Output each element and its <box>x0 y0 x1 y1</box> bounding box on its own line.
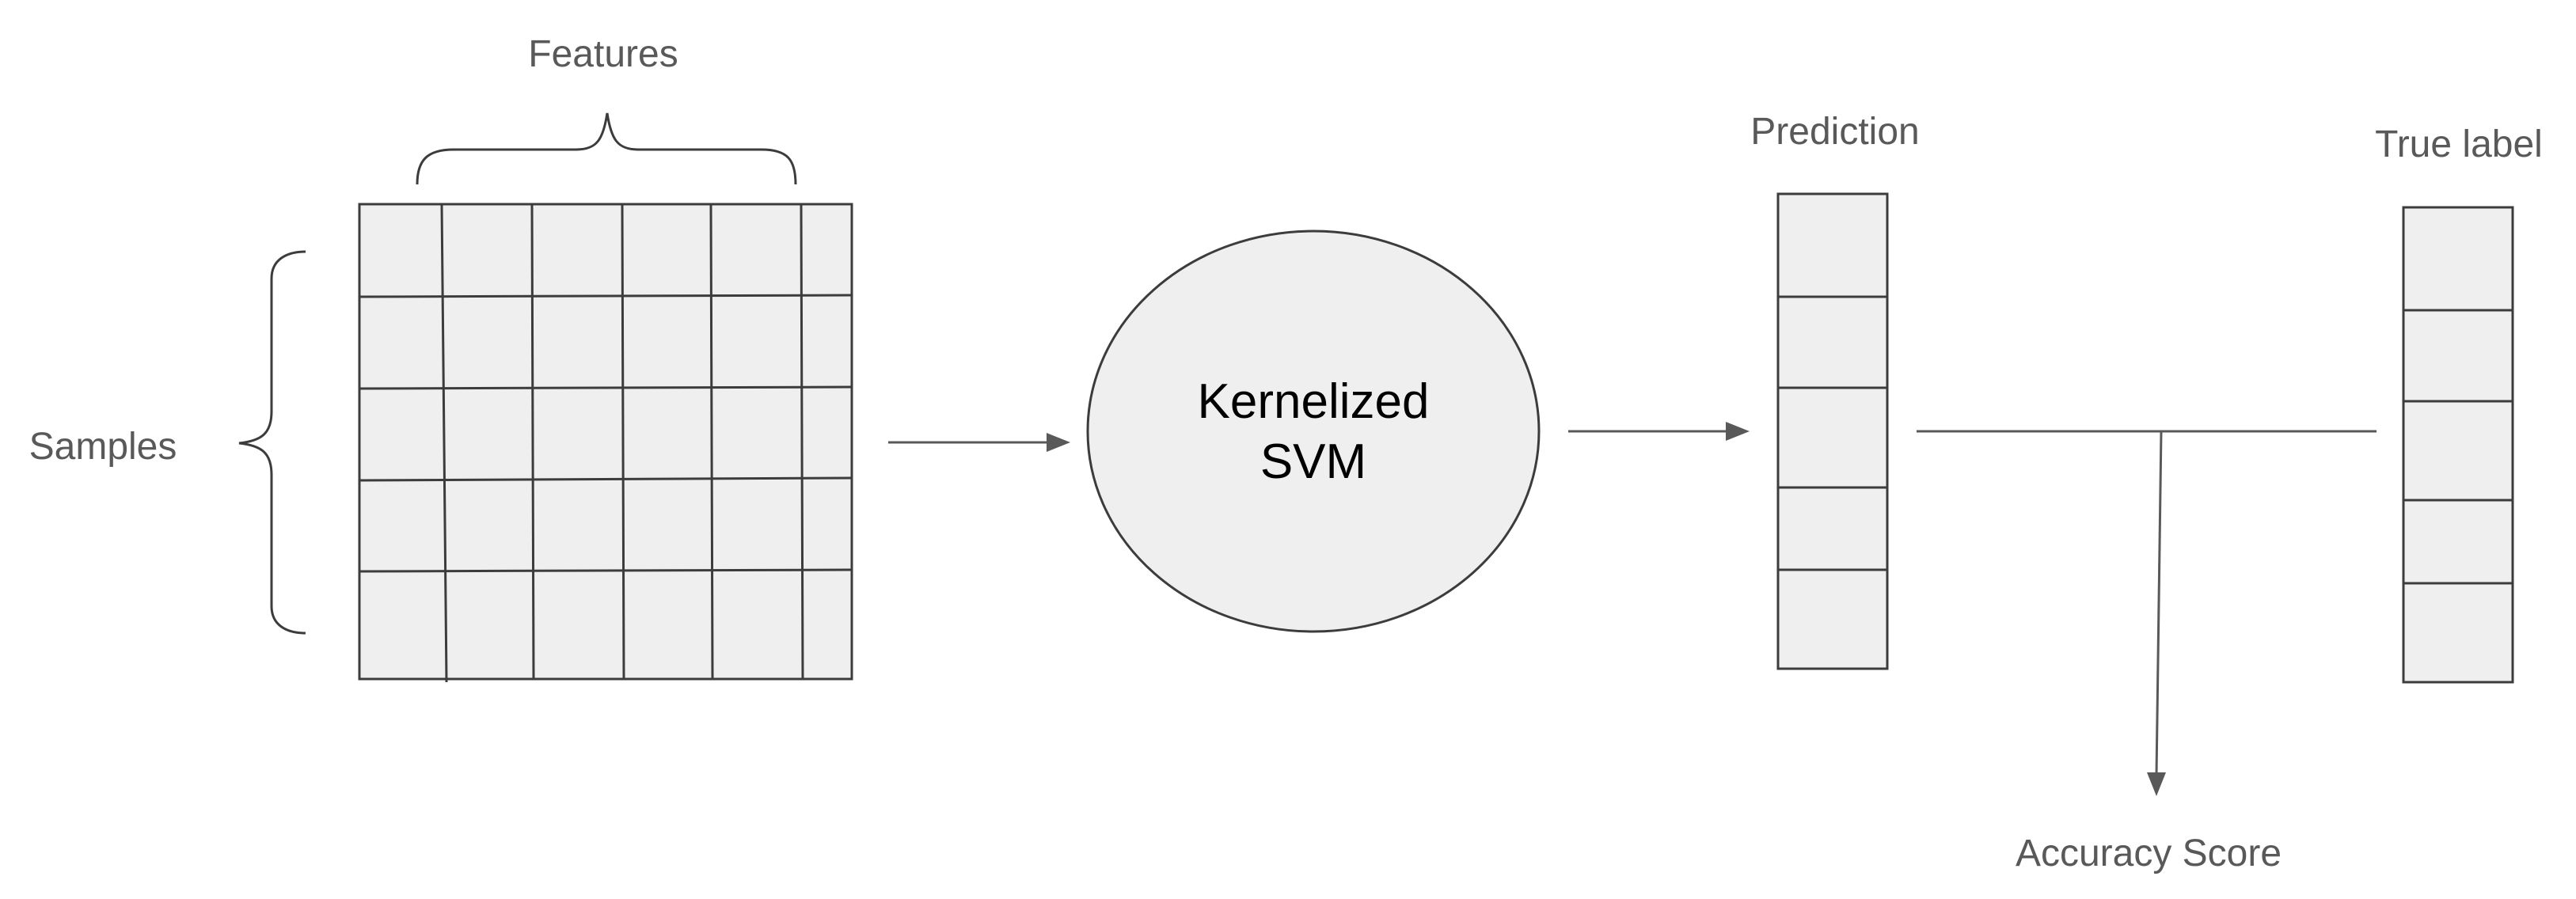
features-label: Features <box>528 33 678 75</box>
accuracy-score-label: Accuracy Score <box>2016 833 2282 874</box>
feature-matrix <box>358 203 853 683</box>
svm-label-line1: Kernelized <box>1198 374 1430 429</box>
features-brace <box>416 112 797 185</box>
arrow-to-accuracy <box>2155 431 2163 776</box>
arrow-to-svm-head <box>1047 433 1070 452</box>
prediction-vector <box>1776 192 1889 670</box>
prediction-label: Prediction <box>1750 111 1919 153</box>
true-label-label: True label <box>2375 123 2543 165</box>
samples-label: Samples <box>29 426 177 468</box>
arrow-to-accuracy-head <box>2147 772 2166 796</box>
arrow-to-prediction-head <box>1726 422 1750 441</box>
svm-label-line2: SVM <box>1260 434 1366 489</box>
true-label-vector <box>2402 206 2514 684</box>
samples-brace <box>238 250 306 635</box>
svm-ellipse <box>1086 229 1541 633</box>
